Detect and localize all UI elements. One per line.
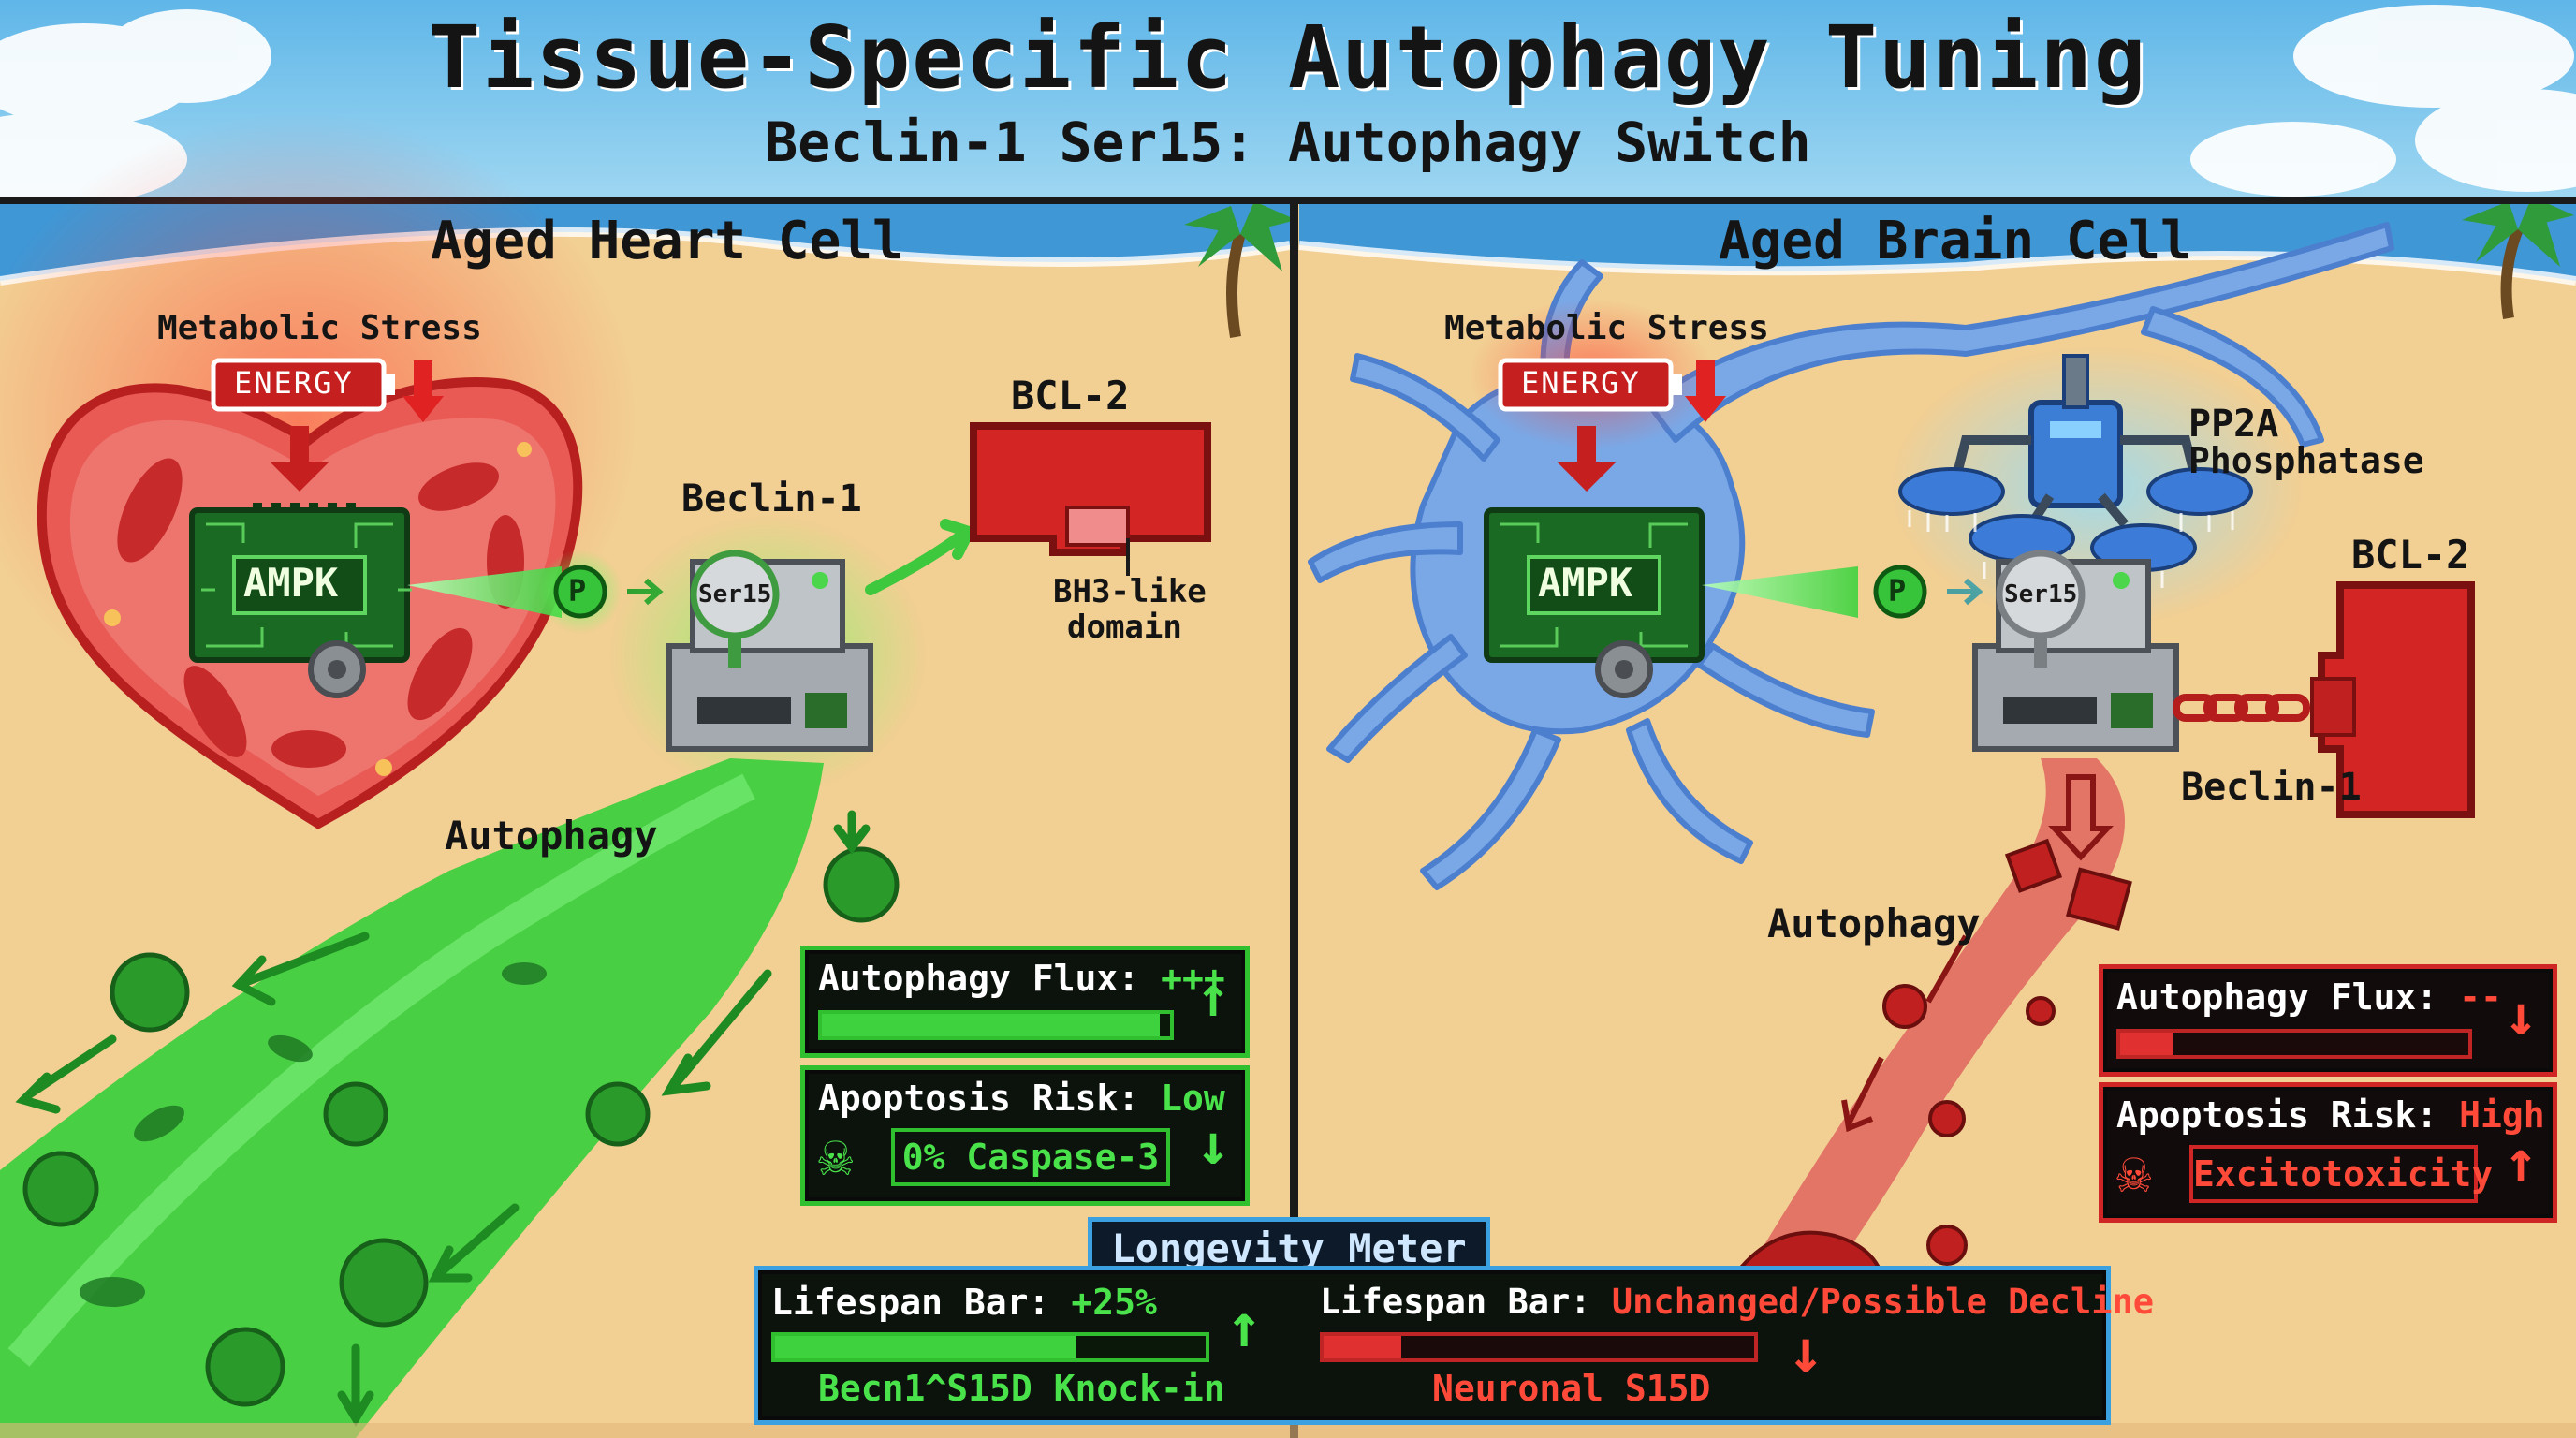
- left-apoptosis-label: Apoptosis Risk:: [818, 1078, 1140, 1119]
- ampk-beam-right: [1702, 566, 1858, 618]
- down-arrow-icon: ↓: [2503, 983, 2538, 1049]
- left-apoptosis-panel: Apoptosis Risk: Low ☠ 0% Caspase-3 ↓: [800, 1065, 1250, 1206]
- right-beclin-label: Beclin-1: [2181, 766, 2362, 809]
- left-ampk-label: AMPK: [243, 560, 339, 606]
- pp2a-label-2: Phosphatase: [2188, 440, 2424, 481]
- right-energy-label: ENERGY: [1521, 365, 1641, 401]
- header-divider: [0, 197, 2576, 204]
- skull-icon: ☠: [2116, 1137, 2152, 1206]
- longevity-left-label: Lifespan Bar:: [771, 1282, 1050, 1323]
- autophagosomes-left: [22, 846, 900, 1407]
- clouds: [0, 5, 2576, 206]
- left-bcl2-label: BCL-2: [1011, 373, 1130, 418]
- left-energy-label: ENERGY: [234, 365, 354, 401]
- right-ampk-label: AMPK: [1538, 560, 1633, 606]
- right-flux-label: Autophagy Flux:: [2116, 976, 2438, 1018]
- phospho-icon-left: [553, 565, 607, 619]
- bcl2-chain: [2173, 694, 2310, 722]
- pp2a-label-1: PP2A: [2188, 403, 2279, 446]
- lifespan-bar-left: [771, 1332, 1209, 1362]
- left-bh3-label-1: BH3-like: [1053, 573, 1207, 610]
- left-ser15-label: Ser15: [698, 580, 772, 609]
- right-apoptosis-panel: Apoptosis Risk: High ☠ Excitotoxicity ↑: [2099, 1082, 2557, 1223]
- right-panel-title: Aged Brain Cell: [1719, 211, 2192, 271]
- longevity-right-value: Unchanged/Possible Decline: [1611, 1282, 2155, 1322]
- panel-divider: [1290, 197, 1298, 1438]
- left-flux-bar: [818, 1010, 1174, 1040]
- page-title: Tissue-Specific Autophagy Tuning: [428, 7, 2148, 108]
- stress-arrow-left: [270, 426, 329, 492]
- bh3-domain-left: [1065, 506, 1130, 547]
- down-arrow-icon: ↓: [1195, 1112, 1230, 1178]
- right-stress-label: Metabolic Stress: [1444, 309, 1769, 347]
- page-subtitle: Beclin-1 Ser15: Autophagy Switch: [765, 110, 1811, 174]
- down-arrow-icon: [1685, 360, 1726, 422]
- right-flux-bar: [2116, 1029, 2472, 1059]
- protein-aggregates: [1882, 838, 2132, 1266]
- up-arrow-icon: ↑: [1226, 1292, 1263, 1361]
- right-apoptosis-value: High: [2459, 1094, 2545, 1136]
- right-autophagy-label: Autophagy: [1767, 901, 1981, 946]
- lifespan-bar-right: [1320, 1332, 1758, 1362]
- left-flux-label: Autophagy Flux:: [818, 958, 1140, 999]
- ampk-beam-left: [407, 566, 562, 618]
- left-stress-label: Metabolic Stress: [157, 309, 482, 347]
- left-apoptosis-value: Low: [1161, 1078, 1225, 1119]
- pp2a-phosphatase: [2028, 400, 2123, 508]
- longevity-right-caption: Neuronal S15D: [1432, 1368, 1711, 1409]
- skull-icon: ☠: [818, 1121, 854, 1189]
- down-arrow-icon: ↓: [1788, 1317, 1824, 1387]
- down-arrow-icon: [402, 360, 444, 422]
- left-flux-value: +++: [1161, 958, 1225, 999]
- bcl2-block-left: [970, 422, 1211, 556]
- left-autophagy-label: Autophagy: [445, 813, 658, 858]
- longevity-left-value: +25%: [1071, 1282, 1157, 1323]
- left-beclin-label: Beclin-1: [681, 477, 862, 521]
- longevity-right-label: Lifespan Bar:: [1320, 1282, 1591, 1322]
- longevity-left-caption: Becn1^S15D Knock-in: [818, 1368, 1225, 1409]
- left-caspase-box: 0% Caspase-3: [891, 1128, 1170, 1186]
- palm-leaves-left: [1184, 201, 1296, 271]
- bcl2-block-right: [2318, 581, 2475, 818]
- left-flux-panel: Autophagy Flux: +++ ↑: [800, 946, 1250, 1058]
- right-flux-panel: Autophagy Flux: -- ↓: [2099, 964, 2557, 1077]
- right-bcl2-label: BCL-2: [2351, 532, 2470, 578]
- sea-right: [1299, 201, 2576, 281]
- autophagy-flow-left: [0, 758, 824, 1438]
- right-ser15-label: Ser15: [2004, 580, 2078, 609]
- phospho-icon-right: [1873, 565, 1927, 619]
- right-excitotoxicity-box: Excitotoxicity: [2189, 1145, 2493, 1203]
- up-arrow-icon: ↑: [1195, 964, 1230, 1030]
- left-bh3-label-2: domain: [1067, 609, 1182, 646]
- right-apoptosis-label: Apoptosis Risk:: [2116, 1094, 2438, 1136]
- longevity-meter-panel: Lifespan Bar: +25% ↑ Becn1^S15D Knock-in…: [754, 1266, 2154, 1425]
- left-panel-title: Aged Heart Cell: [431, 211, 904, 271]
- autophagy-flow-right: [1704, 758, 2125, 1348]
- palm-tree-left: [1226, 232, 1246, 338]
- stress-arrow-right: [1557, 426, 1617, 492]
- palm-leaves-right: [2462, 197, 2574, 267]
- right-phospho-label: P: [1888, 573, 1907, 609]
- left-phospho-label: P: [568, 573, 587, 609]
- flow-arrows-left: [15, 810, 871, 1427]
- up-arrow-icon: ↑: [2503, 1129, 2538, 1195]
- right-flux-value: --: [2459, 976, 2502, 1018]
